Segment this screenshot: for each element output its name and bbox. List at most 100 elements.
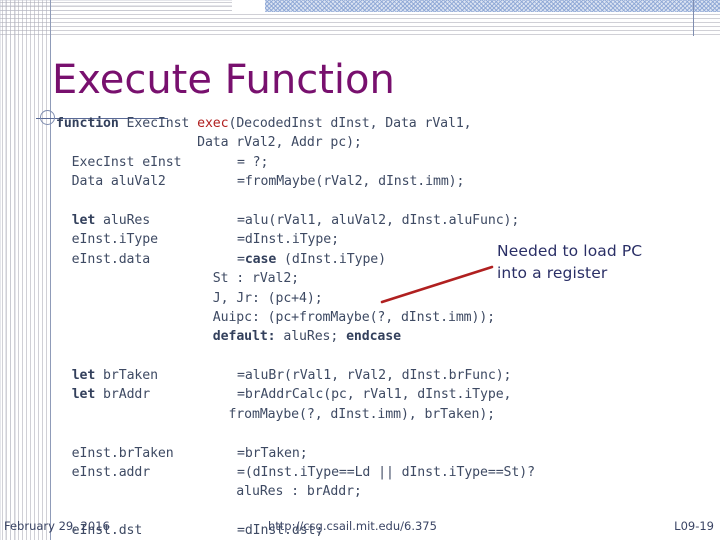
code-line-text: Auipc: (pc+fromMaybe(?, dInst.imm)); bbox=[56, 308, 495, 327]
code-line-rhs: =dInst.dst; bbox=[237, 521, 323, 540]
code-token: =brAddrCalc(pc, rVal1, dInst.iType, bbox=[237, 387, 512, 403]
code-token: =dInst.iType; bbox=[237, 232, 339, 248]
code-line-rhs: =alu(rVal1, aluVal2, dInst.aluFunc); bbox=[237, 211, 519, 230]
title-underline-rule bbox=[36, 118, 168, 119]
code-token: eInst.data bbox=[56, 251, 151, 267]
code-line: ExecInst eInst = ?; bbox=[56, 153, 696, 172]
code-line-rhs: =aluBr(rVal1, rVal2, dInst.brFunc); bbox=[237, 366, 511, 385]
code-line: let brAddr=brAddrCalc(pc, rVal1, dInst.i… bbox=[56, 385, 696, 404]
code-token: aluRes bbox=[95, 212, 151, 228]
code-line-text: default: aluRes; endcase bbox=[56, 327, 401, 346]
code-line: J, Jr: (pc+4); bbox=[56, 289, 696, 308]
code-token: ExecInst eInst bbox=[56, 154, 182, 170]
code-line-lhs: eInst.addr bbox=[56, 463, 237, 482]
code-line: aluRes : brAddr; bbox=[56, 482, 696, 501]
code-token: aluRes; bbox=[275, 329, 347, 345]
code-line: default: aluRes; endcase bbox=[56, 327, 696, 346]
code-token: function bbox=[56, 116, 119, 131]
code-line-lhs: eInst.dst bbox=[56, 521, 237, 540]
code-token bbox=[56, 368, 72, 383]
code-token: default: bbox=[212, 329, 276, 345]
code-line-rhs: =fromMaybe(rVal2, dInst.imm); bbox=[237, 172, 464, 191]
code-line-text: J, Jr: (pc+4); bbox=[56, 289, 323, 308]
code-token: Data rVal2, Addr pc); bbox=[56, 135, 362, 151]
code-line-rhs: = ?; bbox=[237, 153, 268, 172]
annotation-line-2: into a register bbox=[497, 264, 608, 282]
code-token: = ?; bbox=[237, 154, 269, 170]
code-token: let bbox=[71, 212, 96, 228]
code-token: case bbox=[244, 251, 277, 267]
code-line-rhs: =(dInst.iType==Ld || dInst.iType==St)? bbox=[237, 463, 535, 482]
code-token: Auipc: (pc+fromMaybe(?, dInst.imm)); bbox=[56, 309, 496, 325]
annotation-line-1: Needed to load PC bbox=[497, 242, 643, 260]
code-blank-line bbox=[56, 347, 696, 366]
code-line-text: fromMaybe(?, dInst.imm), brTaken); bbox=[56, 405, 495, 424]
code-token: brAddr bbox=[95, 387, 151, 403]
circle-ornament-icon bbox=[40, 110, 55, 125]
code-token: =aluBr(rVal1, rVal2, dInst.brFunc); bbox=[237, 368, 512, 384]
code-line: Data rVal2, Addr pc); bbox=[56, 133, 696, 152]
code-line-text: Data rVal2, Addr pc); bbox=[56, 133, 362, 152]
code-line: eInst.data =case (dInst.iType) bbox=[56, 250, 696, 269]
code-line-rhs: =brAddrCalc(pc, rVal1, dInst.iType, bbox=[237, 385, 511, 404]
footer-date: February 29, 2016 bbox=[4, 519, 110, 533]
code-line: eInst.dst =dInst.dst; bbox=[56, 521, 696, 540]
code-token: ExecInst bbox=[118, 116, 198, 131]
footer-url[interactable]: http://csg.csail.mit.edu/6.375 bbox=[268, 519, 437, 533]
code-token: eInst.iType bbox=[56, 232, 158, 248]
code-token: brTaken bbox=[95, 368, 158, 384]
code-line: Data aluVal2 =fromMaybe(rVal2, dInst.imm)… bbox=[56, 172, 696, 191]
right-vertical-rule bbox=[693, 0, 694, 36]
code-line: eInst.iType =dInst.iType; bbox=[56, 230, 696, 249]
code-token: =brTaken; bbox=[237, 445, 308, 461]
code-line-text: aluRes : brAddr; bbox=[56, 482, 362, 501]
left-vertical-rule bbox=[50, 0, 51, 540]
code-line-lhs: ExecInst eInst bbox=[56, 153, 237, 172]
handwritten-annotation: Needed to load PC into a register bbox=[497, 240, 707, 284]
code-line-lhs: let aluRes bbox=[56, 211, 237, 230]
code-line: fromMaybe(?, dInst.imm), brTaken); bbox=[56, 405, 696, 424]
code-token: let bbox=[71, 387, 96, 403]
code-line-text: St : rVal2; bbox=[56, 269, 299, 288]
code-line: eInst.brTaken =brTaken; bbox=[56, 444, 696, 463]
page-title: Execute Function bbox=[52, 57, 395, 103]
code-token: =(dInst.iType==Ld || dInst.iType==St)? bbox=[237, 465, 535, 481]
code-token: =dInst.dst; bbox=[237, 523, 324, 539]
code-line-lhs: let brTaken bbox=[56, 366, 237, 385]
code-token: =fromMaybe(rVal2, dInst.imm); bbox=[237, 174, 465, 190]
code-line: St : rVal2; bbox=[56, 269, 696, 288]
top-decorative-band bbox=[264, 0, 720, 12]
code-line-lhs: eInst.iType bbox=[56, 230, 237, 249]
code-token: eInst.addr bbox=[56, 465, 151, 481]
code-line-lhs: let brAddr bbox=[56, 385, 237, 404]
code-line-rhs: =case (dInst.iType) bbox=[237, 250, 386, 269]
code-token: let bbox=[71, 368, 96, 384]
code-token: exec bbox=[197, 116, 229, 131]
code-token: fromMaybe(?, dInst.imm), brTaken); bbox=[56, 406, 496, 422]
code-token: eInst.dst bbox=[56, 523, 143, 539]
code-token: (DecodedInst dInst, Data rVal1, bbox=[228, 116, 472, 131]
code-line: let aluRes=alu(rVal1, aluVal2, dInst.alu… bbox=[56, 211, 696, 230]
code-token: St : rVal2; bbox=[56, 271, 300, 287]
code-token: Data aluVal2 bbox=[56, 174, 166, 190]
code-block: function ExecInst exec(DecodedInst dInst… bbox=[56, 114, 696, 540]
footer-page-number: L09-19 bbox=[674, 519, 714, 533]
code-line-rhs: =dInst.iType; bbox=[237, 230, 339, 249]
code-token: (dInst.iType) bbox=[276, 251, 386, 267]
code-token bbox=[56, 329, 213, 344]
slide-footer: February 29, 2016 http://csg.csail.mit.e… bbox=[0, 519, 720, 540]
code-line: let brTaken=aluBr(rVal1, rVal2, dInst.br… bbox=[56, 366, 696, 385]
code-token: eInst.brTaken bbox=[56, 445, 174, 461]
code-line: function ExecInst exec(DecodedInst dInst… bbox=[56, 114, 696, 133]
code-blank-line bbox=[56, 192, 696, 211]
code-token: = bbox=[237, 251, 245, 267]
code-token: aluRes : brAddr; bbox=[56, 484, 362, 500]
code-line-rhs: =brTaken; bbox=[237, 444, 308, 463]
code-token: J, Jr: (pc+4); bbox=[56, 290, 323, 306]
code-token bbox=[56, 387, 72, 402]
code-line: Auipc: (pc+fromMaybe(?, dInst.imm)); bbox=[56, 308, 696, 327]
code-token: endcase bbox=[346, 329, 401, 345]
